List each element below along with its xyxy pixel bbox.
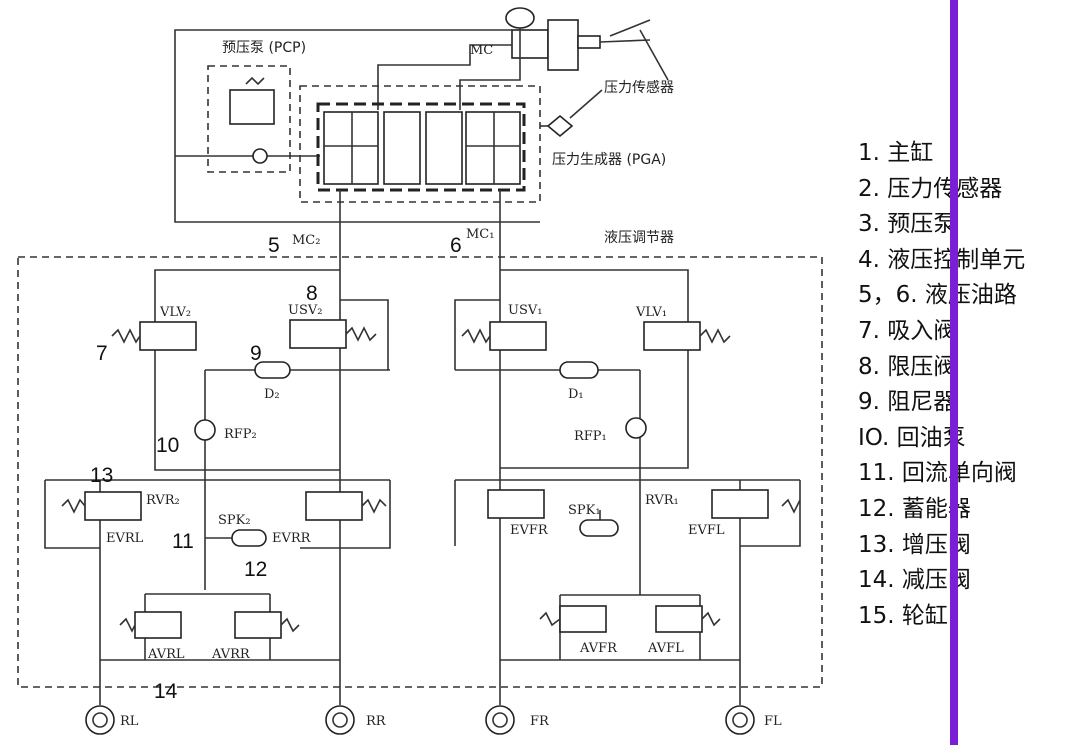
- d1-damper: [559, 361, 599, 379]
- d2-damper: [254, 361, 291, 379]
- mc-label: MC: [470, 43, 493, 58]
- rfp2-pump-icon: [194, 419, 216, 441]
- callout-8: 8: [306, 282, 318, 305]
- legend-item: 9. 阻尼器: [858, 389, 957, 416]
- vlv2-valve: [139, 321, 197, 351]
- mc2-label: MC₂: [292, 233, 320, 248]
- avfl-label: AVFL: [647, 641, 684, 656]
- fr-wheel-icon: [485, 705, 515, 735]
- legend-item: 13. 增压阀: [858, 531, 971, 558]
- fl-wheel-icon: [725, 705, 755, 735]
- callout-14: 14: [154, 680, 178, 703]
- legend-item: 15. 轮缸: [858, 602, 948, 629]
- evrr-valve: [305, 491, 363, 521]
- evfl-label: EVFL: [688, 523, 725, 538]
- callout-6: 6: [450, 234, 462, 257]
- legend-item: 2. 压力传感器: [858, 175, 1003, 202]
- avfl-valve: [655, 605, 703, 633]
- legend-item: 12. 蓄能器: [858, 495, 971, 522]
- avrl-label: AVRL: [147, 647, 185, 662]
- evrr-label: EVRR: [272, 531, 312, 546]
- legend-item: 8. 限压阀: [858, 353, 957, 380]
- pcp-box: [207, 65, 291, 173]
- callout-9: 9: [250, 342, 262, 365]
- spk2-accumulator: [231, 529, 267, 547]
- avfr-label: AVFR: [579, 641, 618, 656]
- evfr-label: EVFR: [510, 523, 549, 538]
- evfl-valve: [711, 489, 769, 519]
- usv2-label: USV₂: [288, 303, 322, 318]
- avrr-label: AVRR: [211, 647, 251, 662]
- usv1-valve: [489, 321, 547, 351]
- pressure-sensor-icon: [546, 114, 574, 138]
- hcu-label: 液压调节器: [604, 230, 674, 246]
- return-loop-line: [174, 29, 540, 223]
- rfp1-pump-icon: [625, 417, 647, 439]
- spk2-label: SPK₂: [218, 513, 251, 528]
- spk1-accumulator: [579, 519, 619, 537]
- avrr-valve: [234, 611, 282, 639]
- rr-wheel-icon: [325, 705, 355, 735]
- evrl-label: EVRL: [106, 531, 144, 546]
- callout-13: 13: [90, 464, 113, 487]
- pga-inner-box: [316, 102, 526, 192]
- pga-outer-box: [299, 85, 541, 203]
- sensor-label: 压力传感器: [604, 79, 674, 96]
- pcp-pump-icon: [252, 148, 268, 164]
- callout-10: 10: [156, 434, 179, 457]
- rvr2-label: RVR₂: [146, 493, 180, 508]
- rfp1-label: RFP₁: [574, 429, 607, 444]
- mc1-label: MC₁: [466, 227, 494, 242]
- legend-item: 14. 减压阀: [858, 567, 971, 594]
- fl-label: FL: [764, 714, 782, 729]
- avfr-valve: [559, 605, 607, 633]
- legend-item: 3. 预压泵: [858, 211, 957, 238]
- rfp2-label: RFP₂: [224, 427, 257, 442]
- callout-5: 5: [268, 234, 280, 257]
- d2-label: D₂: [264, 387, 280, 402]
- callout-12: 12: [244, 558, 267, 581]
- vlv1-valve: [643, 321, 701, 351]
- legend-item: IO. 回油泵: [858, 424, 966, 451]
- legend-item: 4. 液压控制单元: [858, 246, 1026, 273]
- component-legend: 1. 主缸 2. 压力传感器 3. 预压泵 4. 液压控制单元 5，6. 液压油…: [858, 136, 1058, 634]
- pga-label: 压力生成器 (PGA): [552, 152, 666, 168]
- callout-7: 7: [96, 342, 108, 365]
- legend-item: 1. 主缸: [858, 140, 934, 166]
- d1-label: D₁: [568, 387, 584, 402]
- fr-label: FR: [530, 714, 550, 729]
- legend-item: 5，6. 液压油路: [858, 282, 1017, 309]
- master-cylinder: [505, 7, 669, 81]
- vlv2-label: VLV₂: [159, 305, 191, 320]
- rl-label: RL: [120, 714, 139, 729]
- usv1-label: USV₁: [508, 303, 542, 318]
- hcu-box: [17, 256, 823, 688]
- legend-item: 7. 吸入阀: [858, 317, 957, 344]
- pcp-label: 预压泵 (PCP): [222, 40, 306, 56]
- rvr1-label: RVR₁: [645, 493, 679, 508]
- evfr-valve: [487, 489, 545, 519]
- spk1-label: SPK₁: [568, 503, 601, 518]
- usv2-valve: [289, 319, 347, 349]
- avrl-valve: [134, 611, 182, 639]
- legend-item: 11. 回流单向阀: [858, 460, 1017, 487]
- vlv1-label: VLV₁: [635, 305, 667, 320]
- rl-wheel-icon: [85, 705, 115, 735]
- accent-stripe: [950, 0, 958, 745]
- callout-11: 11: [172, 530, 194, 553]
- evrl-valve: [84, 491, 142, 521]
- rr-label: RR: [366, 714, 387, 729]
